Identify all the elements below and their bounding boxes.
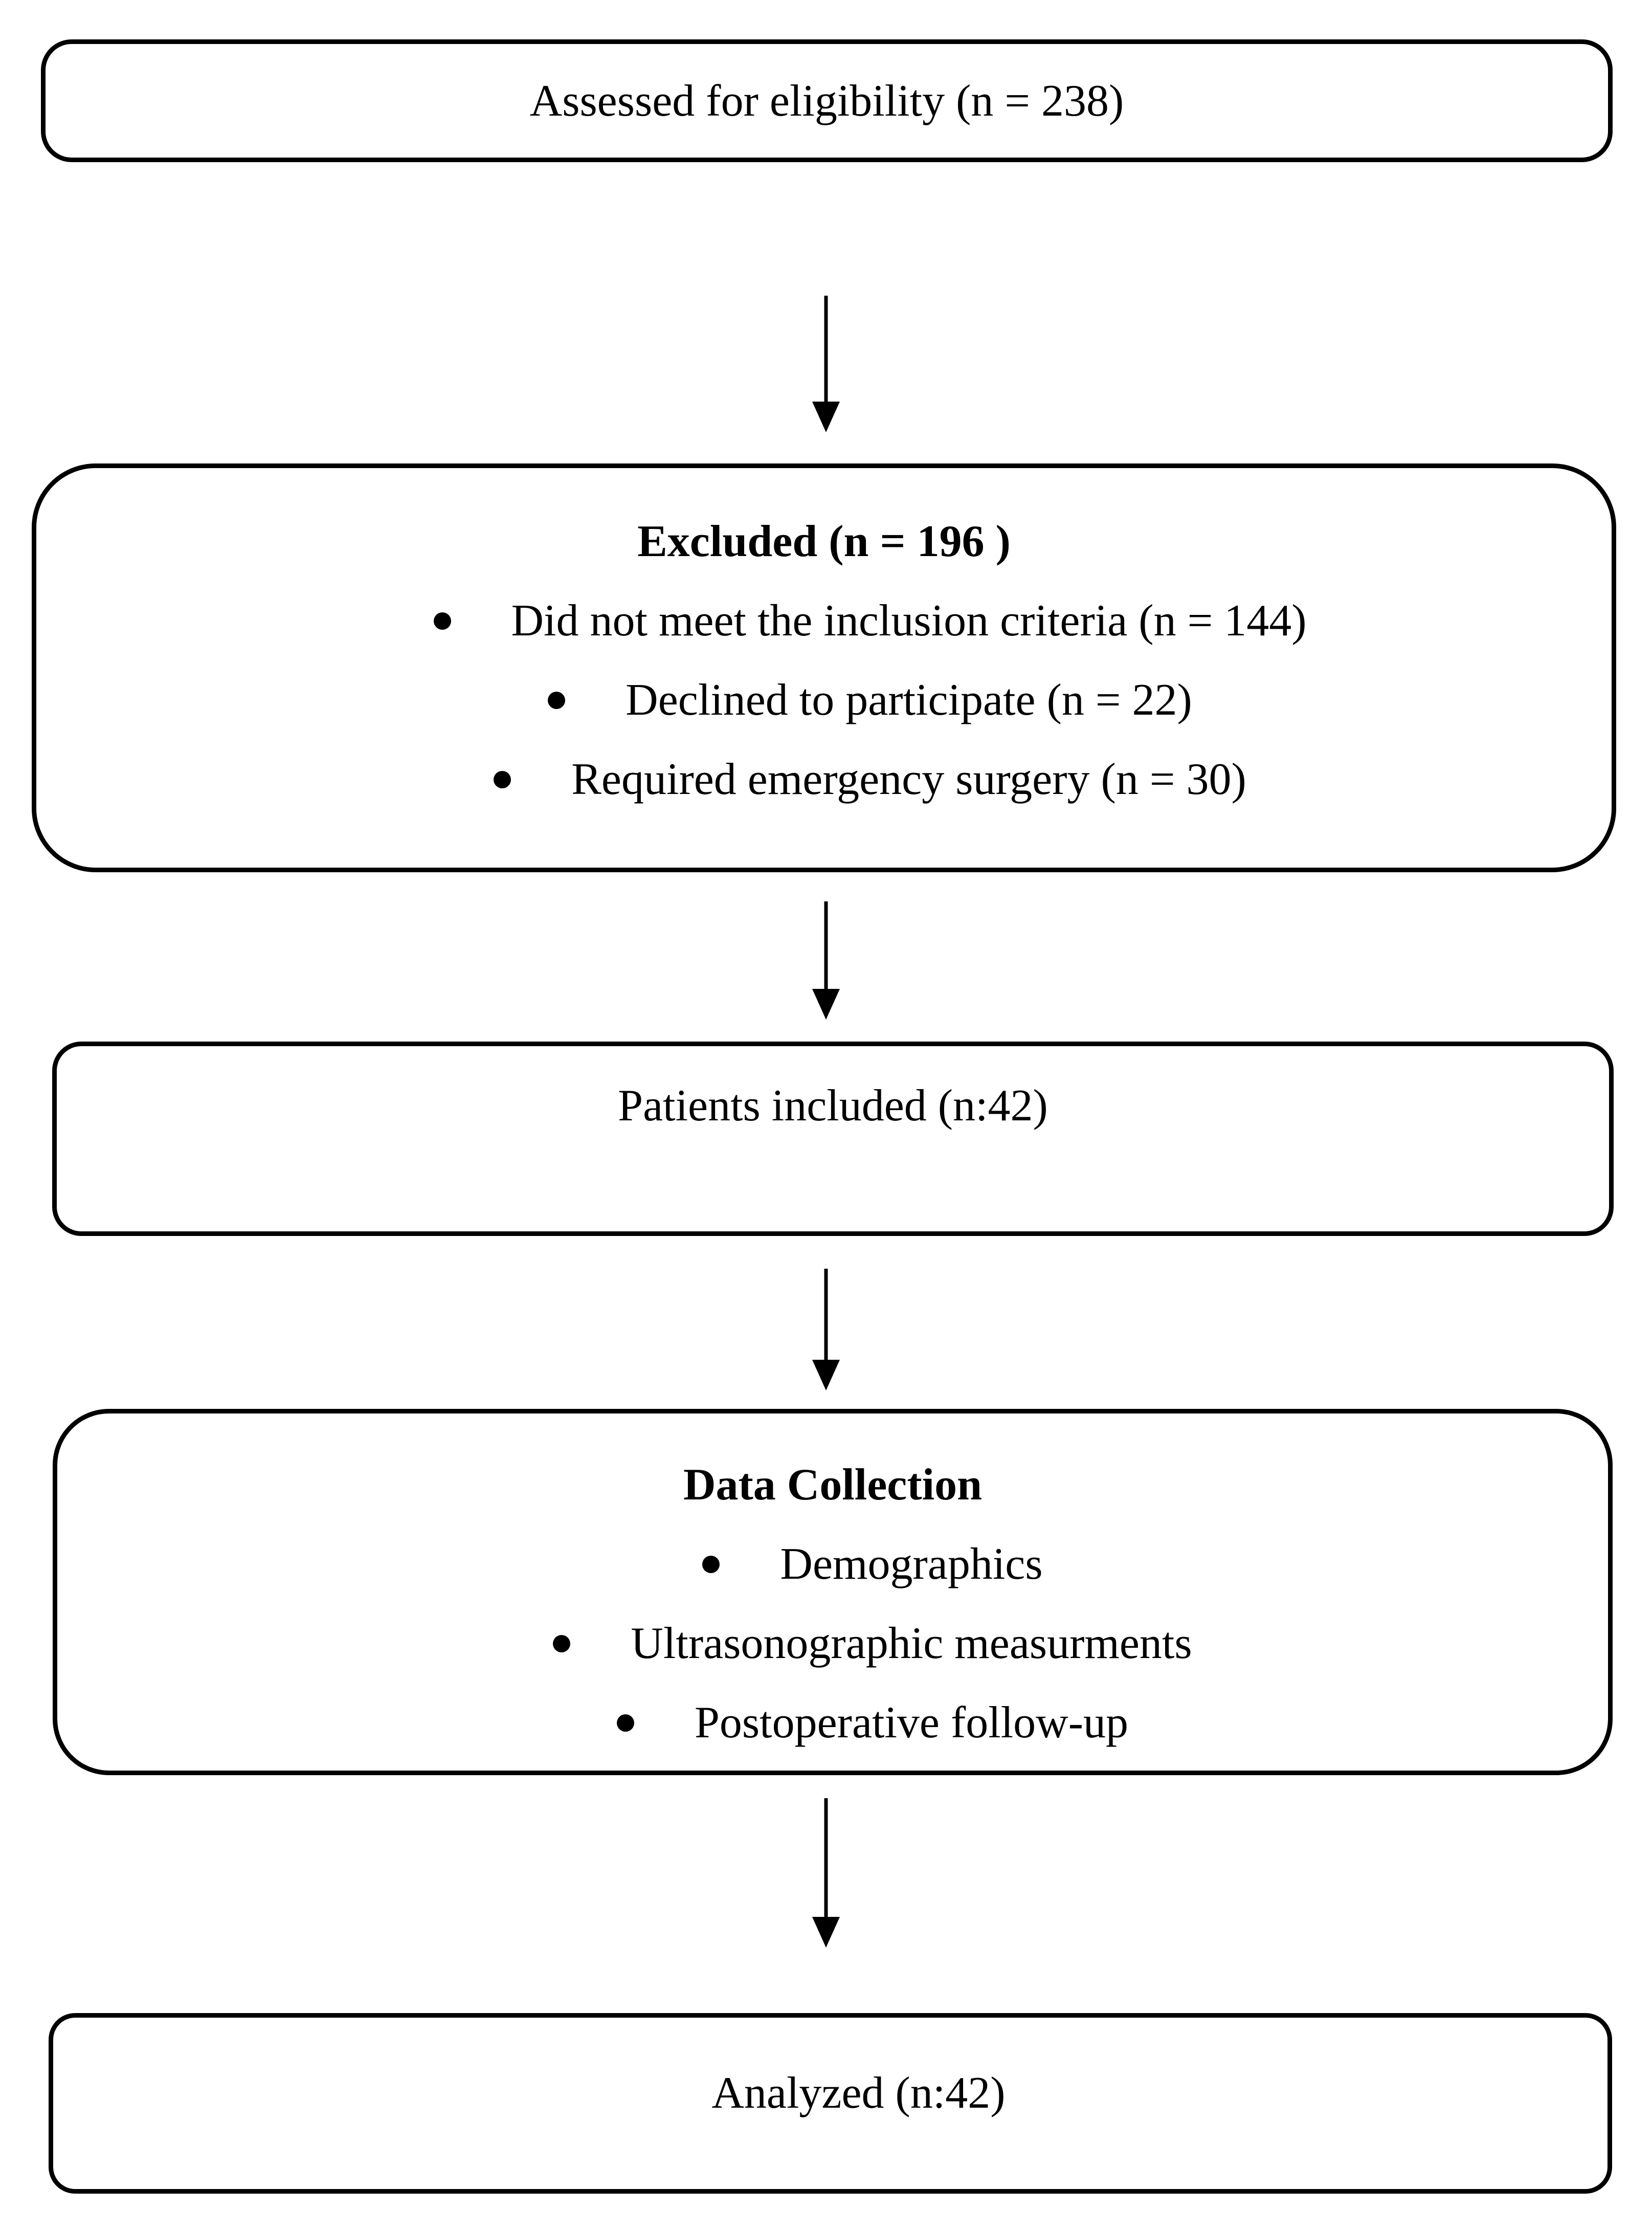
analyzed-label: Analyzed (n:42) [711, 2068, 1006, 2118]
list-item: Ultrasonographic measurments [553, 1604, 1192, 1683]
data-collection-title: Data Collection [683, 1460, 983, 1510]
excluded-reason-label: Declined to participate (n = 22) [626, 675, 1192, 725]
bullet-icon [548, 691, 566, 709]
bullet-icon [433, 612, 451, 630]
down-arrow-icon [811, 1269, 841, 1390]
bullet-icon [616, 1714, 634, 1732]
bullet-icon [494, 770, 511, 788]
box-analyzed: Analyzed (n:42) [49, 2013, 1612, 2194]
list-item: Required emergency surgery (n = 30) [494, 740, 1246, 819]
patients-included-label: Patients included (n:42) [618, 1080, 1048, 1131]
bullet-icon [553, 1634, 571, 1652]
down-arrow-icon [811, 296, 841, 432]
list-item: Postoperative follow-up [616, 1683, 1129, 1762]
list-item: Declined to participate (n = 22) [548, 660, 1192, 740]
list-item: Did not meet the inclusion criteria (n =… [433, 581, 1307, 660]
excluded-title: Excluded (n = 196 ) [637, 517, 1011, 566]
data-collection-item-label: Demographics [780, 1539, 1043, 1589]
box-data-collection: Data Collection Demographics Ultrasonogr… [53, 1409, 1613, 1775]
excluded-reason-label: Did not meet the inclusion criteria (n =… [511, 596, 1307, 646]
down-arrow-icon [811, 901, 841, 1020]
down-arrow-icon [811, 1798, 841, 1948]
assessed-eligibility-label: Assessed for eligibility (n = 238) [529, 76, 1124, 126]
excluded-reason-label: Required emergency surgery (n = 30) [571, 755, 1246, 804]
box-patients-included: Patients included (n:42) [52, 1042, 1614, 1236]
data-collection-item-label: Postoperative follow-up [694, 1698, 1129, 1748]
list-item: Demographics [702, 1524, 1043, 1604]
box-assessed-eligibility: Assessed for eligibility (n = 238) [41, 39, 1613, 162]
box-excluded: Excluded (n = 196 ) Did not meet the inc… [32, 463, 1616, 872]
bullet-icon [702, 1555, 720, 1573]
data-collection-item-label: Ultrasonographic measurments [631, 1619, 1192, 1668]
